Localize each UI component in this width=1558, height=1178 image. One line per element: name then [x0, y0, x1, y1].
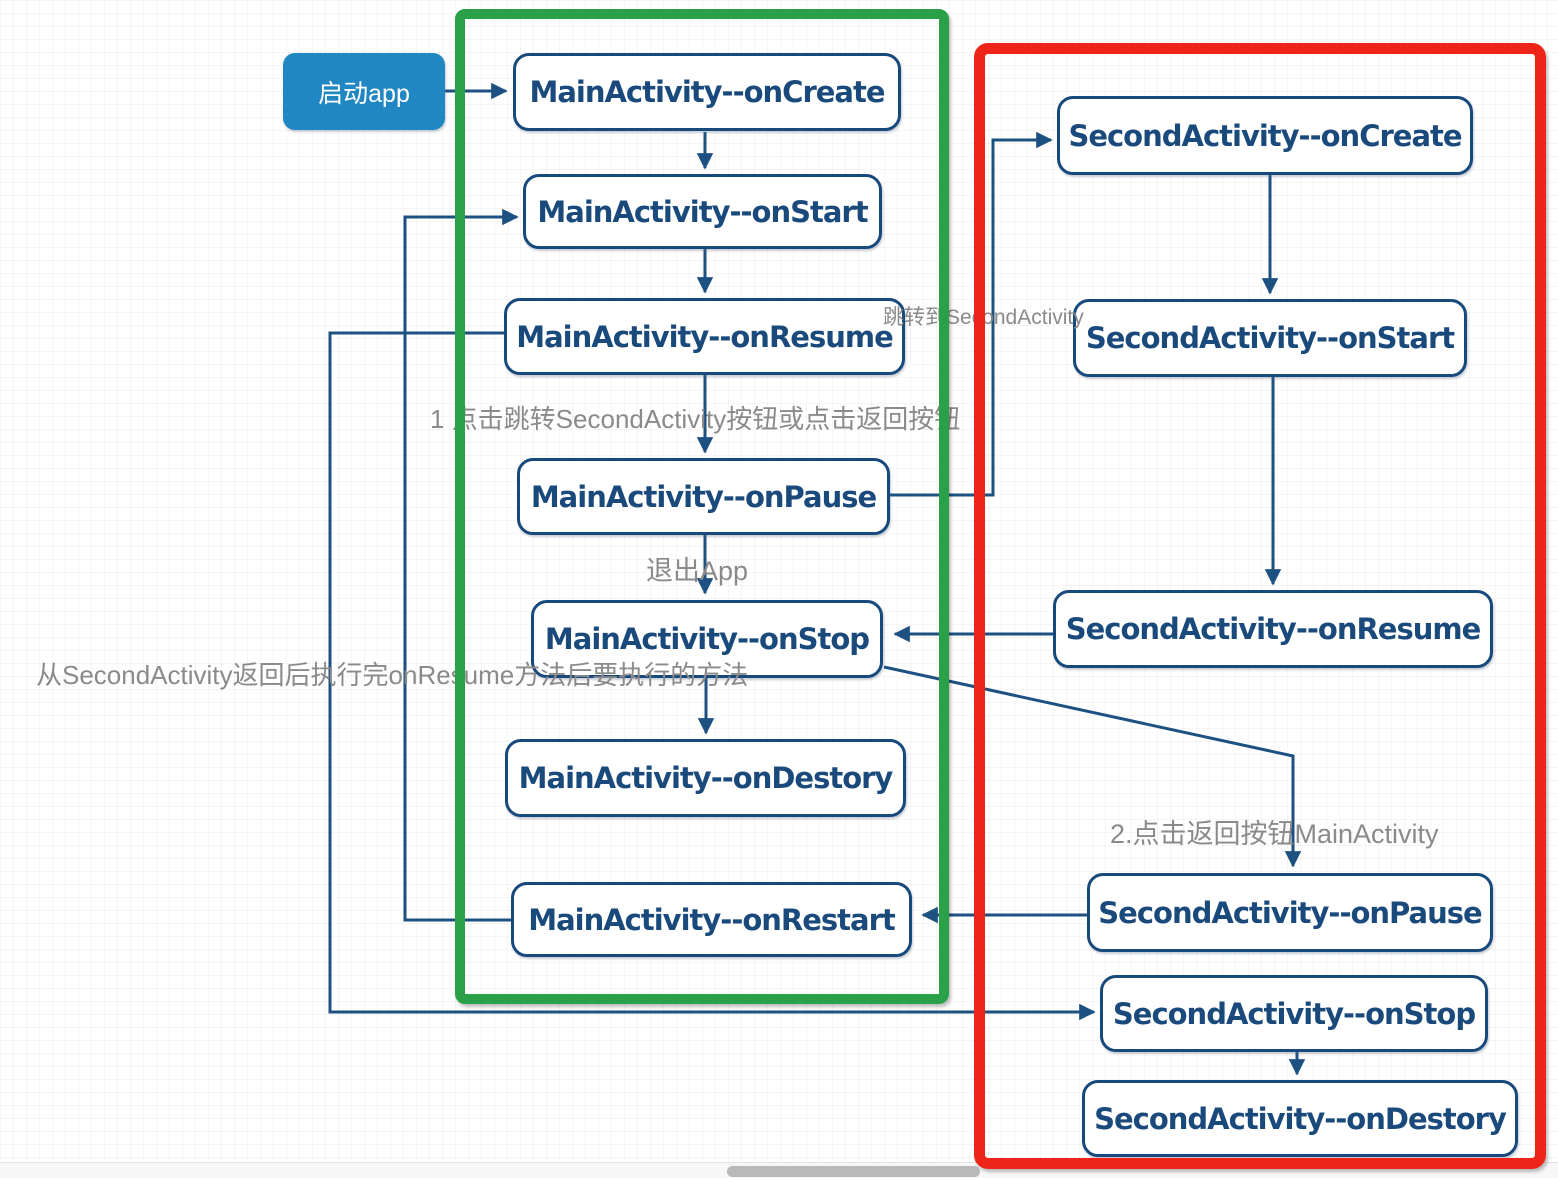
node-mainactivity-oncreate: MainActivity--onCreate	[513, 53, 901, 131]
arrow-main-onstop-to-second-onpause	[883, 665, 1302, 868]
node-mainactivity-onstop: MainActivity--onStop	[531, 600, 883, 678]
arrow-main-onresume-to-second-onstop	[328, 331, 1096, 1021]
node-secondactivity-oncreate: SecondActivity--onCreate	[1057, 96, 1473, 175]
node-secondactivity-onstop: SecondActivity--onStop	[1100, 975, 1488, 1052]
node-mainactivity-ondestory: MainActivity--onDestory	[505, 739, 906, 817]
annotation-return-note: 从SecondActivity返回后执行完onResume方法后要执行的方法	[36, 660, 749, 690]
node-mainactivity-onrestart: MainActivity--onRestart	[511, 882, 912, 957]
node-mainactivity-onpause: MainActivity--onPause	[517, 458, 890, 535]
node-secondactivity-ondestory: SecondActivity--onDestory	[1082, 1080, 1518, 1157]
node-secondactivity-onstart: SecondActivity--onStart	[1073, 299, 1467, 377]
annotation-step1: 1 点击跳转SecondActivity按钮或点击返回按钮	[430, 404, 961, 434]
red-highlight-frame	[974, 43, 1546, 1169]
green-highlight-frame	[455, 9, 949, 1004]
annotation-step2: 2.点击返回按钮MainActivity	[1110, 819, 1439, 849]
node-secondactivity-onpause: SecondActivity--onPause	[1087, 873, 1493, 952]
node-mainactivity-onstart: MainActivity--onStart	[523, 174, 882, 249]
start-app-button: 启动app	[283, 53, 445, 130]
node-secondactivity-onresume: SecondActivity--onResume	[1053, 590, 1493, 668]
horizontal-scrollbar-thumb[interactable]	[727, 1166, 980, 1177]
node-mainactivity-onresume: MainActivity--onResume	[504, 298, 905, 375]
